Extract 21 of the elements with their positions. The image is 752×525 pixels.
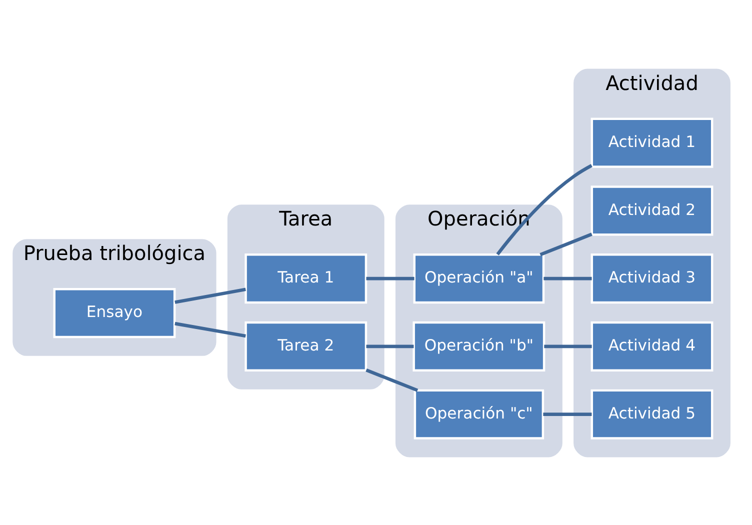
node-box: Ensayo	[53, 288, 176, 338]
connector	[366, 368, 418, 392]
connector	[544, 276, 592, 280]
connector	[174, 287, 246, 304]
connector	[543, 412, 592, 416]
connector	[540, 232, 592, 256]
connector	[366, 276, 414, 280]
node-box: Actividad 1	[590, 117, 714, 168]
node-box: Tarea 1	[244, 253, 368, 304]
connector	[366, 344, 414, 348]
connector	[174, 321, 246, 338]
node-box: Tarea 2	[244, 320, 368, 371]
node-box: Actividad 2	[590, 185, 714, 236]
node-box: Operación "a"	[413, 253, 545, 304]
node-box: Operación "b"	[412, 320, 546, 371]
node-box: Actividad 4	[590, 320, 714, 371]
connector	[544, 344, 592, 348]
connector	[496, 164, 592, 255]
node-box: Operación "c"	[414, 388, 544, 439]
node-box: Actividad 3	[590, 253, 714, 304]
node-box: Actividad 5	[590, 388, 714, 439]
